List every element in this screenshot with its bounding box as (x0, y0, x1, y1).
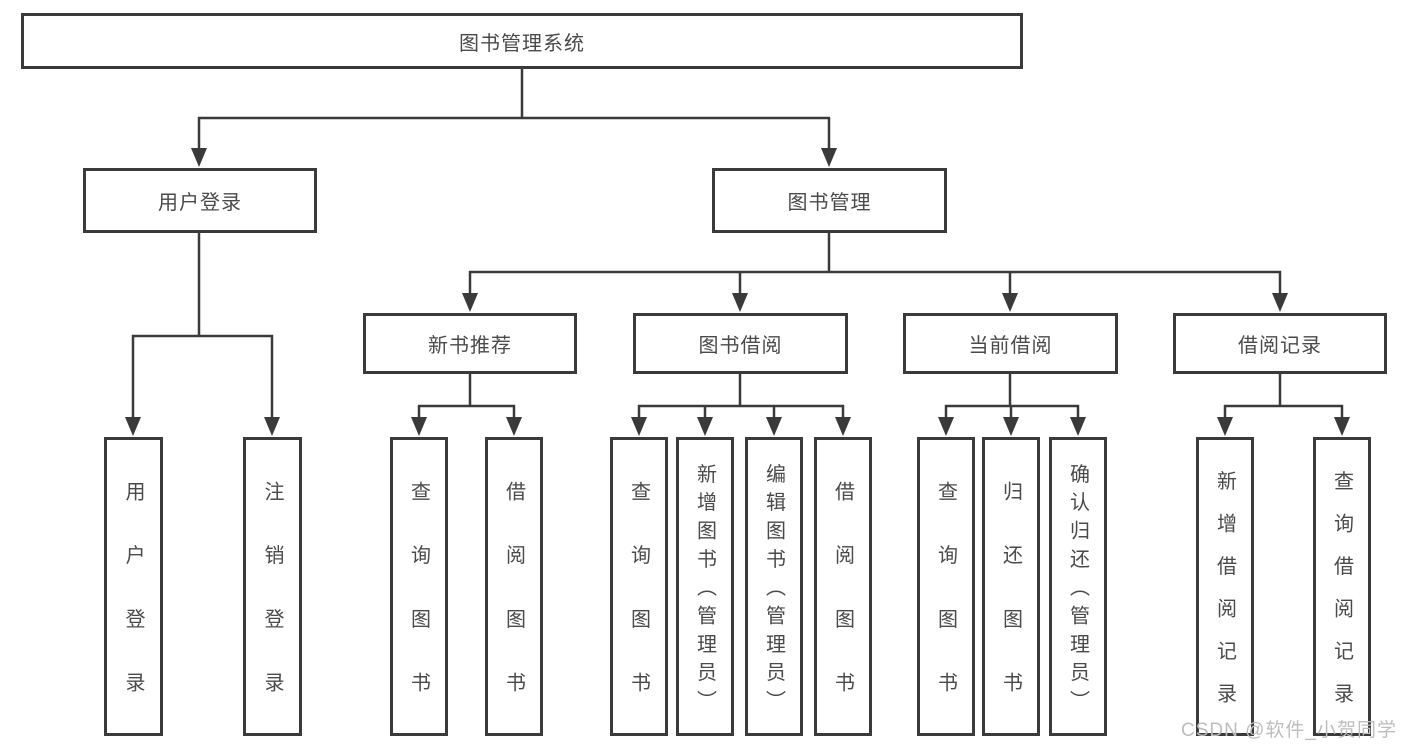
leaf-return-book: 归还图书 (982, 437, 1040, 736)
leaf-query-books-current: 查询图书 (917, 437, 975, 736)
node-current-borrowing: 当前借阅 (903, 313, 1118, 374)
connector-root (191, 69, 837, 167)
leaf-add-book-admin: 新增图书（管理员） (676, 437, 734, 736)
node-book-borrowing: 图书借阅 (633, 313, 848, 374)
node-label: 查询借阅记录 (1330, 470, 1353, 726)
node-label: 查询图书 (407, 480, 430, 736)
node-label: 新书推荐 (428, 335, 512, 357)
connector-new-book-recommend (411, 374, 522, 436)
leaf-query-borrow-record: 查询借阅记录 (1313, 437, 1371, 736)
node-label: 当前借阅 (968, 335, 1053, 357)
node-label: 借阅图书 (831, 480, 854, 736)
leaf-borrow-books-recommend: 借阅图书 (485, 437, 543, 736)
connector-book-borrowing (631, 374, 851, 436)
connector-borrow-records (1217, 374, 1350, 436)
connector-user-login (125, 233, 280, 436)
node-label: 归还图书 (999, 480, 1022, 736)
node-label: 新增图书（管理员） (693, 463, 716, 719)
node-label: 用户登录 (122, 480, 144, 736)
leaf-query-books-recommend: 查询图书 (390, 437, 448, 736)
node-label: 图书借阅 (698, 335, 783, 357)
leaf-borrow-books-borrowing: 借阅图书 (814, 437, 872, 736)
leaf-user-login: 用户登录 (104, 437, 163, 736)
node-library-system: 图书管理系统 (21, 13, 1023, 69)
leaf-query-books-borrowing: 查询图书 (610, 437, 668, 736)
leaf-confirm-return-admin: 确认归还（管理员） (1049, 437, 1107, 736)
node-borrow-records: 借阅记录 (1173, 313, 1387, 374)
node-label: 图书管理 (787, 192, 872, 214)
leaf-edit-book-admin: 编辑图书（管理员） (745, 437, 803, 736)
leaf-logout: 注销登录 (243, 437, 302, 736)
node-user-login: 用户登录 (83, 168, 317, 233)
node-label: 借阅图书 (502, 480, 525, 736)
connector-current-borrowing (938, 374, 1086, 436)
node-label: 注销登录 (261, 480, 283, 736)
node-label: 查询图书 (934, 480, 957, 736)
node-label: 图书管理系统 (459, 32, 585, 55)
leaf-add-borrow-record: 新增借阅记录 (1196, 437, 1254, 736)
node-label: 查询图书 (627, 480, 650, 736)
watermark: CSDN @软件_小贺同学 (1181, 720, 1397, 741)
node-new-book-recommend: 新书推荐 (363, 313, 577, 374)
node-label: 借阅记录 (1238, 335, 1322, 357)
node-label: 用户登录 (158, 192, 242, 214)
node-label: 确认归还（管理员） (1066, 463, 1089, 719)
node-book-management: 图书管理 (712, 168, 947, 233)
node-label: 新增借阅记录 (1213, 470, 1236, 726)
node-label: 编辑图书（管理员） (762, 463, 785, 719)
connector-book-management (462, 233, 1288, 312)
